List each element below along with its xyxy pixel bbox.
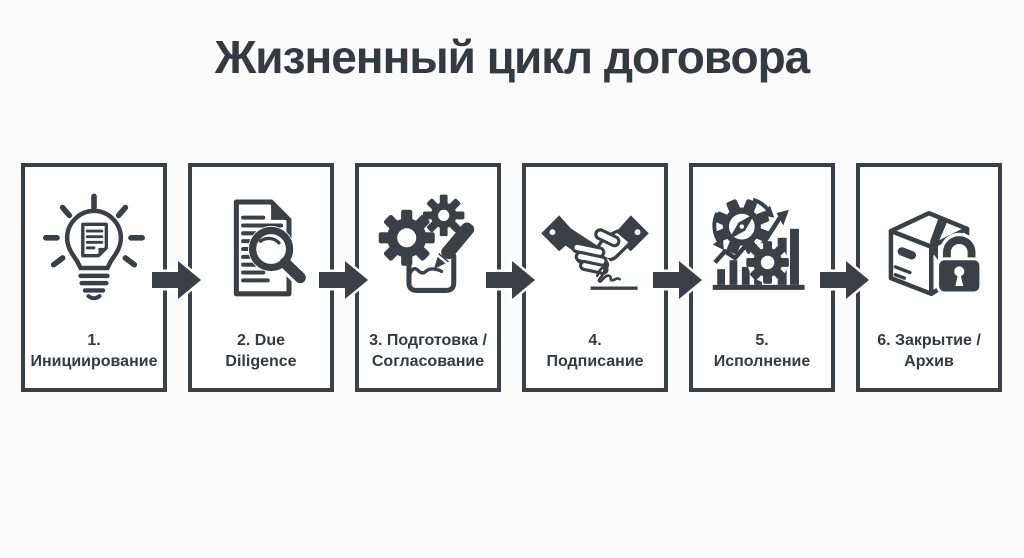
box-padlock-icon xyxy=(860,167,998,330)
step-card-due-diligence: 2. Due Diligence xyxy=(188,163,334,392)
handshake-signature-icon xyxy=(526,167,664,330)
step-label-line2: Исполнение xyxy=(713,353,811,370)
step-label-line1: 1. xyxy=(87,332,101,349)
step-label: 5. Исполнение xyxy=(693,330,831,388)
lightbulb-document-icon xyxy=(25,167,163,330)
step-label: 4. Подписание xyxy=(526,330,664,388)
step-card-signing: 4. Подписание xyxy=(522,163,668,392)
step-label: 2. Due Diligence xyxy=(192,330,330,388)
step-label-line1: 2. Due xyxy=(236,332,285,349)
diagram-title: Жизненный цикл договора xyxy=(214,31,811,83)
document-magnifier-icon xyxy=(192,167,330,330)
arrow-right-icon xyxy=(317,258,371,302)
step-label-line1: 6. Закрытие / xyxy=(877,332,981,349)
step-label-line2: Подписание xyxy=(546,353,644,370)
step-label-line2: Согласование xyxy=(371,353,485,370)
step-label-line2: Diligence xyxy=(225,353,297,370)
step-label-line2: Архив xyxy=(904,353,954,370)
step-label: 3. Подготовка / Согласование xyxy=(359,330,497,388)
step-card-initiation: 1. Инициирование xyxy=(21,163,167,392)
arrow-right-icon xyxy=(651,258,705,302)
step-card-archive: 6. Закрытие / Архив xyxy=(856,163,1002,392)
gear-compass-chart-icon xyxy=(693,167,831,330)
arrow-right-icon xyxy=(150,258,204,302)
arrow-right-icon xyxy=(484,258,538,302)
step-label: 1. Инициирование xyxy=(25,330,163,388)
step-card-preparation: 3. Подготовка / Согласование xyxy=(355,163,501,392)
step-label-line1: 5. xyxy=(755,332,769,349)
arrow-right-icon xyxy=(818,258,872,302)
step-label-line2: Инициирование xyxy=(30,353,158,370)
step-label-line1: 3. Подготовка / xyxy=(369,332,487,349)
step-card-execution: 5. Исполнение xyxy=(689,163,835,392)
step-label-line1: 4. xyxy=(588,332,602,349)
gears-pen-signature-icon xyxy=(359,167,497,330)
step-label: 6. Закрытие / Архив xyxy=(860,330,998,388)
